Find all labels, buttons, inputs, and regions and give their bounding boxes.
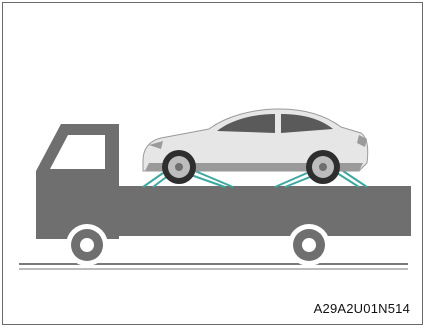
sedan-car-icon [143,109,368,184]
truck-flatbed [119,186,411,224]
figure-frame: A29A2U01N514 [2,2,423,325]
towing-illustration [3,3,424,326]
figure-code-label: A29A2U01N514 [314,301,410,316]
ground-lines [19,264,408,269]
